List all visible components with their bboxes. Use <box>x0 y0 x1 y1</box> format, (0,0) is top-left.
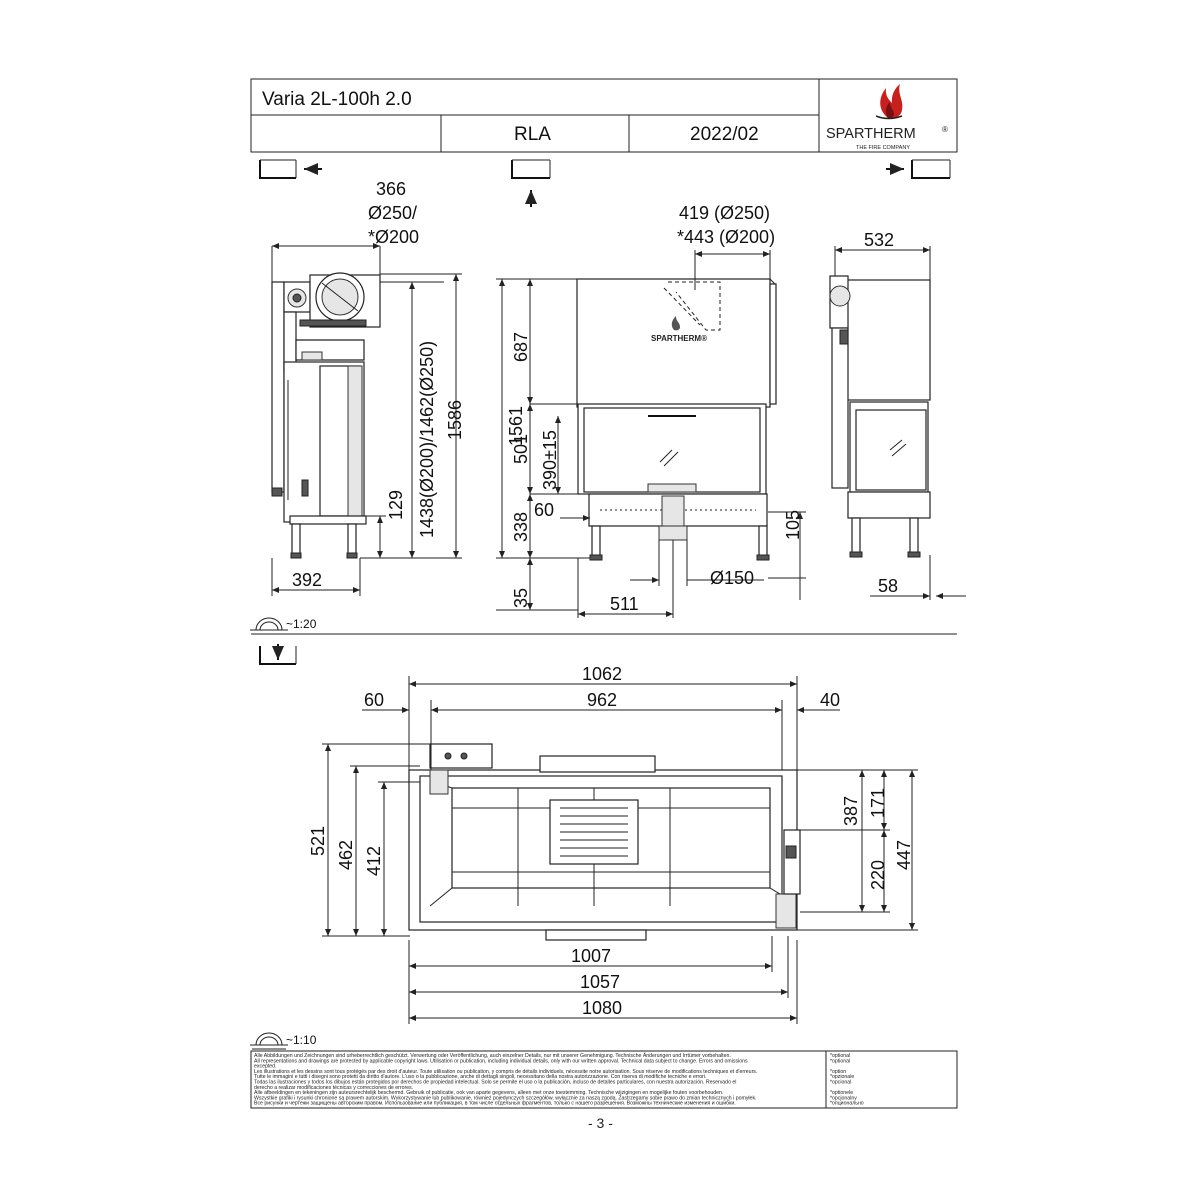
dim-1080: 1080 <box>582 998 622 1018</box>
variant-label: RLA <box>514 124 551 145</box>
right-side-view <box>829 275 931 558</box>
optional-note: *opzionale <box>830 1074 854 1080</box>
brand-tagline: THE FIRE COMPANY <box>856 145 910 151</box>
front-dimensions: 419 (Ø250) *443 (Ø200) 1561 687 501 390±… <box>496 203 806 618</box>
dim-171: 171 <box>868 788 888 818</box>
page-number: - 3 - <box>588 1115 613 1131</box>
date-label: 2022/02 <box>690 124 759 145</box>
optional-note: *opcjonalny <box>830 1095 857 1101</box>
grate-bars <box>560 807 628 857</box>
dim-1057: 1057 <box>580 972 620 992</box>
dim-35: 35 <box>511 588 531 608</box>
scale-arc-icon <box>250 617 288 635</box>
dim-532: 532 <box>864 230 894 250</box>
disclaimer-line: derecho a realizar modificaciones técnic… <box>254 1085 413 1091</box>
title-block: Varia 2L-100h 2.0 RLA 2022/02 SPARTHERM … <box>250 78 958 153</box>
dim-521: 521 <box>308 826 328 856</box>
dim-1007: 1007 <box>571 946 611 966</box>
dim-511: 511 <box>610 594 639 614</box>
disclaimer-line: Все рисунки и чертежи защищены авторским… <box>254 1101 736 1107</box>
dim-366: 366 <box>376 179 406 199</box>
dim-flue-200: *Ø200 <box>368 227 419 247</box>
dim-flue-250: Ø250/ <box>368 203 417 223</box>
disclaimer-line: Alle Abbildungen und Zeichnungen sind ur… <box>254 1052 731 1059</box>
disclaimer-box: Alle Abbildungen und Zeichnungen sind ur… <box>250 1050 958 1109</box>
dim-462: 462 <box>336 840 356 870</box>
dim-plan-60: 60 <box>364 690 384 710</box>
dim-390: 390±15 <box>540 430 560 490</box>
left-side-view <box>271 272 381 559</box>
disclaimer-line: Alle afbeeldingen en tekeningen zijn aut… <box>254 1090 723 1096</box>
dim-1586: 1586 <box>445 400 465 440</box>
brand-name: SPARTHERM <box>826 126 916 142</box>
view-arrow-right-icon <box>886 159 951 179</box>
dim-58: 58 <box>878 576 898 596</box>
view-arrow-left-icon <box>259 159 322 179</box>
scale-2-label: ~1:10 <box>286 1033 317 1047</box>
plan-dimensions: 1062 962 60 40 521 462 412 387 171 220 4… <box>308 664 918 1024</box>
dim-220: 220 <box>868 860 888 890</box>
optional-note: *option <box>830 1069 846 1075</box>
dim-443: *443 (Ø200) <box>677 227 775 247</box>
scale-arc-icon <box>250 1032 288 1050</box>
dim-687: 687 <box>511 332 531 362</box>
plan-view <box>408 743 801 941</box>
disclaimer-line: Tutte le immagini e tutti i disegni sono… <box>254 1074 707 1080</box>
view-arrow-up-icon <box>511 159 551 207</box>
optional-note: *optionele <box>830 1090 853 1096</box>
left-side-dimensions: 366 Ø250/ *Ø200 392 1438(Ø200)/1462(Ø250… <box>271 179 465 596</box>
disclaimer-text: Alle Abbildungen und Zeichnungen sind ur… <box>254 1052 757 1107</box>
disclaimer-line: excepted. <box>254 1064 277 1070</box>
dim-387: 387 <box>841 796 861 826</box>
optional-note: *опционально <box>830 1101 864 1107</box>
dim-d150: Ø150 <box>710 568 754 588</box>
spartherm-flame-icon <box>875 84 903 120</box>
dim-338: 338 <box>511 512 531 542</box>
model-title: Varia 2L-100h 2.0 <box>262 89 412 110</box>
dim-105: 105 <box>783 510 803 540</box>
optional-note: *opcional <box>830 1080 851 1086</box>
optional-note: *optional <box>830 1058 850 1064</box>
brand-registered: ® <box>942 125 948 134</box>
disclaimer-line: Les illustrations et les dessins sont to… <box>254 1069 757 1075</box>
front-view: SPARTHERM® <box>576 278 777 561</box>
disclaimer-line: Wszystkie grafiki i rysunki chronione są… <box>254 1095 757 1101</box>
dim-962: 962 <box>587 690 617 710</box>
optional-note: *optional <box>830 1053 850 1059</box>
dim-447: 447 <box>894 840 914 870</box>
disclaimer-line: All representations and drawings are pro… <box>254 1058 748 1064</box>
dim-392: 392 <box>292 570 322 590</box>
dim-1438-1462: 1438(Ø200)/1462(Ø250) <box>417 341 437 538</box>
dim-412: 412 <box>364 846 384 876</box>
dim-plan-40: 40 <box>820 690 840 710</box>
right-side-dimensions: 532 58 <box>834 230 966 600</box>
dim-1561: 1561 <box>506 406 526 446</box>
dim-419: 419 (Ø250) <box>679 203 770 223</box>
dim-129: 129 <box>386 490 406 520</box>
top-view-arrow-icon <box>259 644 297 665</box>
scale-1-label: ~1:20 <box>286 617 317 631</box>
dim-501: 501 <box>511 434 531 464</box>
disclaimer-line: Todas las ilustraciones y todos los dibu… <box>254 1080 736 1086</box>
optional-notes: *optional*optional *option*opzionale*opci… <box>830 1053 864 1107</box>
dim-1062: 1062 <box>582 664 622 684</box>
front-stamp: SPARTHERM® <box>651 334 707 343</box>
dim-60: 60 <box>534 500 554 520</box>
